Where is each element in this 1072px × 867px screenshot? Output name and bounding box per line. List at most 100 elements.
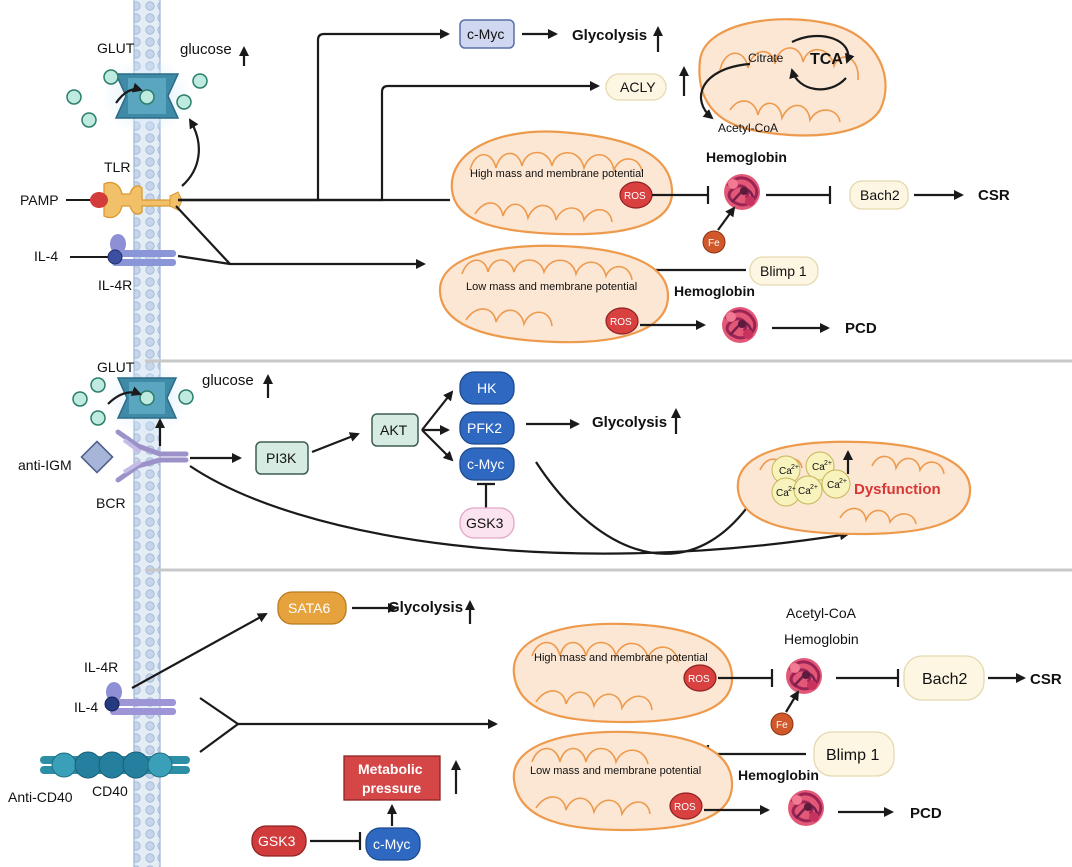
mitochondrion-low-mass-2 — [512, 730, 734, 832]
acly-box — [605, 73, 667, 101]
il4r-label-1: IL-4R — [98, 277, 132, 293]
ca-sup-1: 2+ — [791, 464, 799, 471]
pcd-label-1: PCD — [845, 320, 877, 337]
hemoglobin-icon-1 — [722, 172, 762, 212]
high-mass-label-2: High mass and membrane potential — [534, 652, 708, 664]
pi3k-box — [255, 441, 309, 475]
metabolic-label-1: Metabolic — [358, 761, 423, 777]
anti-cd40-label: Anti-CD40 — [8, 789, 73, 805]
pi3k-label: PI3K — [266, 450, 297, 466]
gsk3-label-1: GSK3 — [466, 515, 504, 531]
sata6-box — [277, 591, 347, 625]
calcium-ions — [771, 451, 851, 507]
dysfunction-label: Dysfunction — [854, 481, 941, 498]
cmyc-label-2: c-Myc — [467, 456, 504, 472]
high-mass-label-1: High mass and membrane potential — [470, 168, 644, 180]
glycolysis-label-3: Glycolysis — [388, 599, 463, 616]
hemoglobin-label-3: Hemoglobin — [784, 631, 859, 647]
bach2-box-2 — [903, 655, 985, 701]
fe-label-2: Fe — [776, 720, 788, 731]
bcr-label: BCR — [96, 495, 126, 511]
cmyc-label-1: c-Myc — [467, 26, 504, 42]
il4r-label-2: IL-4R — [84, 659, 118, 675]
glucose-molecules-1 — [66, 69, 208, 128]
pamp-label: PAMP — [20, 192, 59, 208]
ros-label-2: ROS — [610, 317, 632, 328]
bach2-label-2: Bach2 — [922, 671, 967, 688]
mitochondrion-high-mass-2 — [512, 622, 734, 724]
ca-label-3: Ca — [776, 488, 789, 499]
acetyl-coa-label-1: Acetyl-CoA — [718, 121, 778, 135]
ca-sup-2: 2+ — [824, 460, 832, 467]
section-3: SATA6 Glycolysis IL-4R IL-4 Anti-CD40 CD… — [8, 591, 1062, 861]
csr-label-1: CSR — [978, 187, 1010, 204]
ros-node-4 — [669, 792, 703, 820]
low-mass-label-2: Low mass and membrane potential — [530, 765, 701, 777]
il4-label-1: IL-4 — [34, 248, 58, 264]
ros-node-2 — [605, 307, 639, 335]
il4r-receptor-2 — [104, 682, 176, 715]
ca-sup-5: 2+ — [839, 478, 847, 485]
blimp-label-2: Blimp 1 — [826, 747, 879, 764]
cd40-label: CD40 — [92, 783, 128, 799]
il4r-receptor-1 — [107, 234, 176, 266]
blimp-box-2 — [813, 731, 895, 777]
ca-sup-4: 2+ — [810, 484, 818, 491]
metabolic-label-2: pressure — [362, 780, 421, 796]
bcr-receptor — [80, 429, 189, 483]
tlr-receptor — [90, 181, 183, 219]
ros-label-3: ROS — [688, 674, 710, 685]
glut-label-2: GLUT — [97, 359, 135, 375]
ca-label-4: Ca — [798, 486, 811, 497]
tlr-label: TLR — [104, 159, 130, 175]
bach2-label-1: Bach2 — [860, 187, 900, 203]
gsk3-box-2 — [251, 825, 307, 857]
acly-label: ACLY — [620, 79, 656, 95]
cmyc-label-3: c-Myc — [373, 836, 410, 852]
akt-box — [371, 413, 419, 447]
hemoglobin-label-2: Hemoglobin — [674, 283, 755, 299]
gsk3-box-1 — [459, 507, 515, 539]
anti-igm-label: anti-IGM — [18, 457, 72, 473]
hemoglobin-label-4: Hemoglobin — [738, 767, 819, 783]
cmyc-box-2 — [459, 447, 515, 481]
hemoglobin-icon-3 — [784, 656, 824, 696]
ca-sup-3: 2+ — [788, 486, 796, 493]
citrate-label: Citrate — [748, 51, 784, 65]
acetyl-coa-label-2: Acetyl-CoA — [786, 605, 857, 621]
akt-label: AKT — [380, 422, 408, 438]
metabolic-pressure-box — [343, 755, 441, 801]
ca-label-5: Ca — [827, 480, 840, 491]
hk-label: HK — [477, 380, 497, 396]
glucose-label-1: glucose — [180, 41, 232, 58]
glut-transporter-2 — [105, 361, 189, 437]
cmyc-box-3 — [365, 827, 421, 861]
glycolysis-label-2: Glycolysis — [592, 414, 667, 431]
cmyc-box-1 — [459, 19, 515, 49]
section-2: GLUT glucose anti-IGM BCR PI3K AKT — [18, 359, 972, 555]
bach2-box-1 — [849, 180, 909, 210]
pfk2-box — [459, 411, 515, 445]
pcd-label-2: PCD — [910, 805, 942, 822]
glut-label-1: GLUT — [97, 40, 135, 56]
low-mass-label-1: Low mass and membrane potential — [466, 281, 637, 293]
glucose-label-2: glucose — [202, 372, 254, 389]
tca-label: TCA — [810, 51, 843, 68]
mitochondrion-tca — [698, 18, 887, 137]
ca-label-1: Ca — [779, 466, 792, 477]
fe-node-1 — [702, 230, 726, 254]
cd40-receptor — [40, 751, 190, 779]
hemoglobin-icon-2 — [720, 305, 760, 345]
glycolysis-label-1: Glycolysis — [572, 27, 647, 44]
blimp-label-1: Blimp 1 — [760, 263, 807, 279]
hk-box — [459, 371, 515, 405]
hemoglobin-label-1: Hemoglobin — [706, 149, 787, 165]
glut-transporter-1 — [102, 56, 192, 136]
ros-label-1: ROS — [624, 191, 646, 202]
csr-label-2: CSR — [1030, 671, 1062, 688]
section-1: GLUT glucose TLR PAMP IL-4 — [20, 18, 1010, 345]
gsk3-label-2: GSK3 — [258, 833, 296, 849]
sata6-label: SATA6 — [288, 600, 330, 616]
